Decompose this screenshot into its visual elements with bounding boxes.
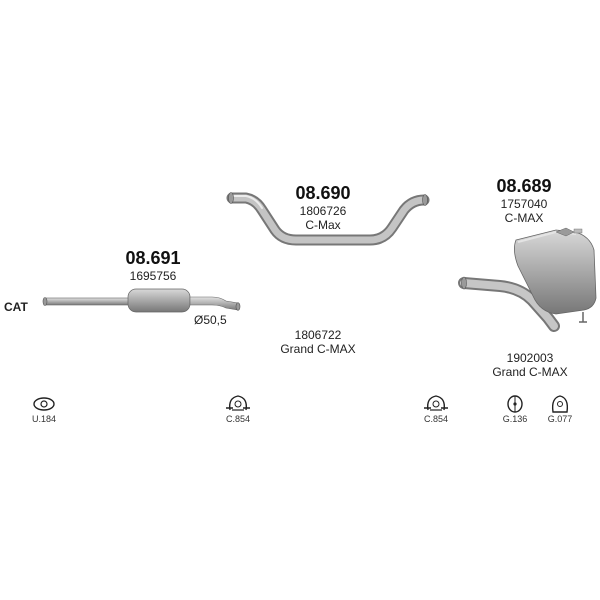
part-08689-label: 08.689 1757040 C-MAX bbox=[480, 176, 568, 225]
part-08689-drawing bbox=[458, 227, 597, 332]
gasket-icon bbox=[33, 397, 55, 411]
extra-ref-1806722: 1806722 Grand C-MAX bbox=[268, 328, 368, 356]
part-ref: C-MAX bbox=[504, 211, 544, 225]
part-08691-drawing bbox=[42, 288, 241, 313]
extra-ref-1902003: 1902003 Grand C-MAX bbox=[480, 351, 580, 379]
clamp-icon bbox=[226, 395, 250, 411]
part-08690-drawing bbox=[226, 192, 430, 246]
part-08690-label: 08.690 1806726 C-Max bbox=[278, 183, 368, 232]
cat-label: CAT bbox=[4, 300, 28, 314]
part-number: 08.689 bbox=[496, 176, 552, 196]
part-number: 08.691 bbox=[125, 248, 181, 268]
accessory-code: C.854 bbox=[225, 414, 251, 424]
part-ref: C-Max bbox=[305, 218, 341, 232]
part-08691-label: 08.691 1695756 bbox=[112, 248, 194, 283]
accessory-code: C.854 bbox=[423, 414, 449, 424]
part-ref: 1757040 bbox=[500, 197, 548, 211]
accessory-code: U.184 bbox=[31, 414, 57, 424]
extra-ref-line: 1806722 bbox=[294, 328, 342, 342]
accessory-code: G.077 bbox=[547, 414, 573, 424]
accessory-code: G.136 bbox=[502, 414, 528, 424]
part-number: 08.690 bbox=[295, 183, 351, 203]
pipe-diameter: Ø50,5 bbox=[194, 313, 227, 327]
part-ref: 1806726 bbox=[299, 204, 347, 218]
rubber-hanger-icon bbox=[551, 395, 569, 413]
extra-ref-line: 1902003 bbox=[506, 351, 554, 365]
rubber-hanger-icon bbox=[507, 395, 523, 413]
extra-ref-line: Grand C-MAX bbox=[492, 365, 568, 379]
part-ref: 1695756 bbox=[129, 269, 177, 283]
clamp-icon bbox=[424, 395, 448, 411]
extra-ref-line: Grand C-MAX bbox=[280, 342, 356, 356]
